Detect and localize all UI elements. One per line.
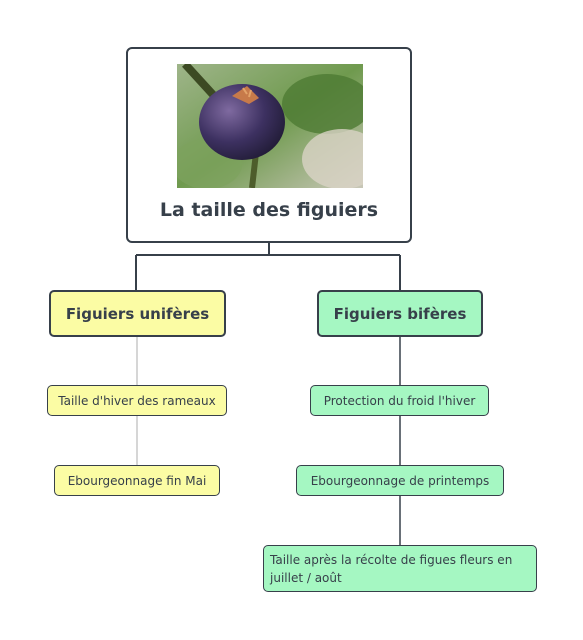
leaf-taille-hiver-rameaux[interactable]: Taille d'hiver des rameaux [47,385,227,416]
leaf-ebourgeonnage-printemps[interactable]: Ebourgeonnage de printemps [296,465,504,496]
root-title: La taille des figuiers [159,199,379,221]
branch-figuiers-uniferes[interactable]: Figuiers unifères [49,290,226,337]
fig-photo [177,64,363,188]
leaf-ebourgeonnage-fin-mai[interactable]: Ebourgeonnage fin Mai [54,465,220,496]
branch-figuiers-biferes[interactable]: Figuiers bifères [317,290,483,337]
leaf-protection-froid-hiver[interactable]: Protection du froid l'hiver [310,385,489,416]
root-node[interactable]: La taille des figuiers [126,47,412,243]
leaf-taille-apres-recolte[interactable]: Taille après la récolte de figues fleurs… [263,545,537,592]
fig-image-icon [177,64,363,188]
